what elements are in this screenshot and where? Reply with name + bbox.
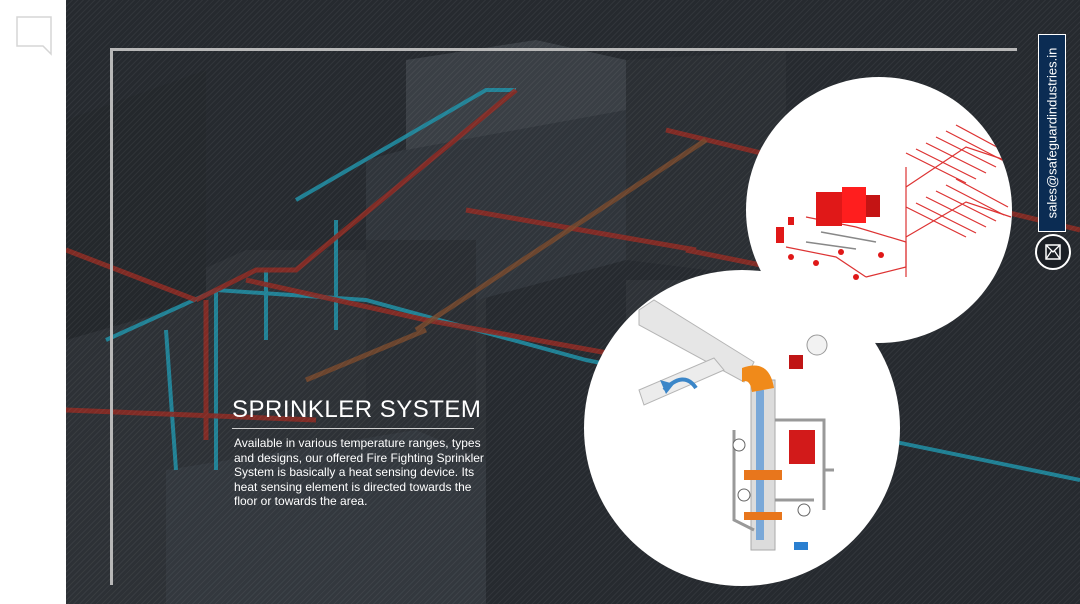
section-description: Available in various temperature ranges,… bbox=[234, 436, 484, 509]
frame-line-left bbox=[110, 48, 113, 585]
sprinkler-layout-diagram bbox=[776, 124, 1012, 280]
email-address[interactable]: sales@safeguardindustries.in bbox=[1044, 47, 1060, 219]
left-strip bbox=[0, 0, 66, 604]
section-heading: SPRINKLER SYSTEM bbox=[232, 396, 482, 423]
frame-line-top bbox=[110, 48, 1017, 51]
alarm-valve-diagram bbox=[638, 299, 834, 551]
email-contact-tab[interactable]: sales@safeguardindustries.in bbox=[1038, 34, 1066, 232]
alarm-valve-image bbox=[584, 270, 900, 586]
heading-divider bbox=[232, 428, 474, 429]
mail-icon[interactable] bbox=[1035, 234, 1071, 270]
hero-banner: SPRINKLER SYSTEM Available in various te… bbox=[66, 0, 1080, 604]
chat-bubble-icon[interactable] bbox=[16, 16, 52, 56]
